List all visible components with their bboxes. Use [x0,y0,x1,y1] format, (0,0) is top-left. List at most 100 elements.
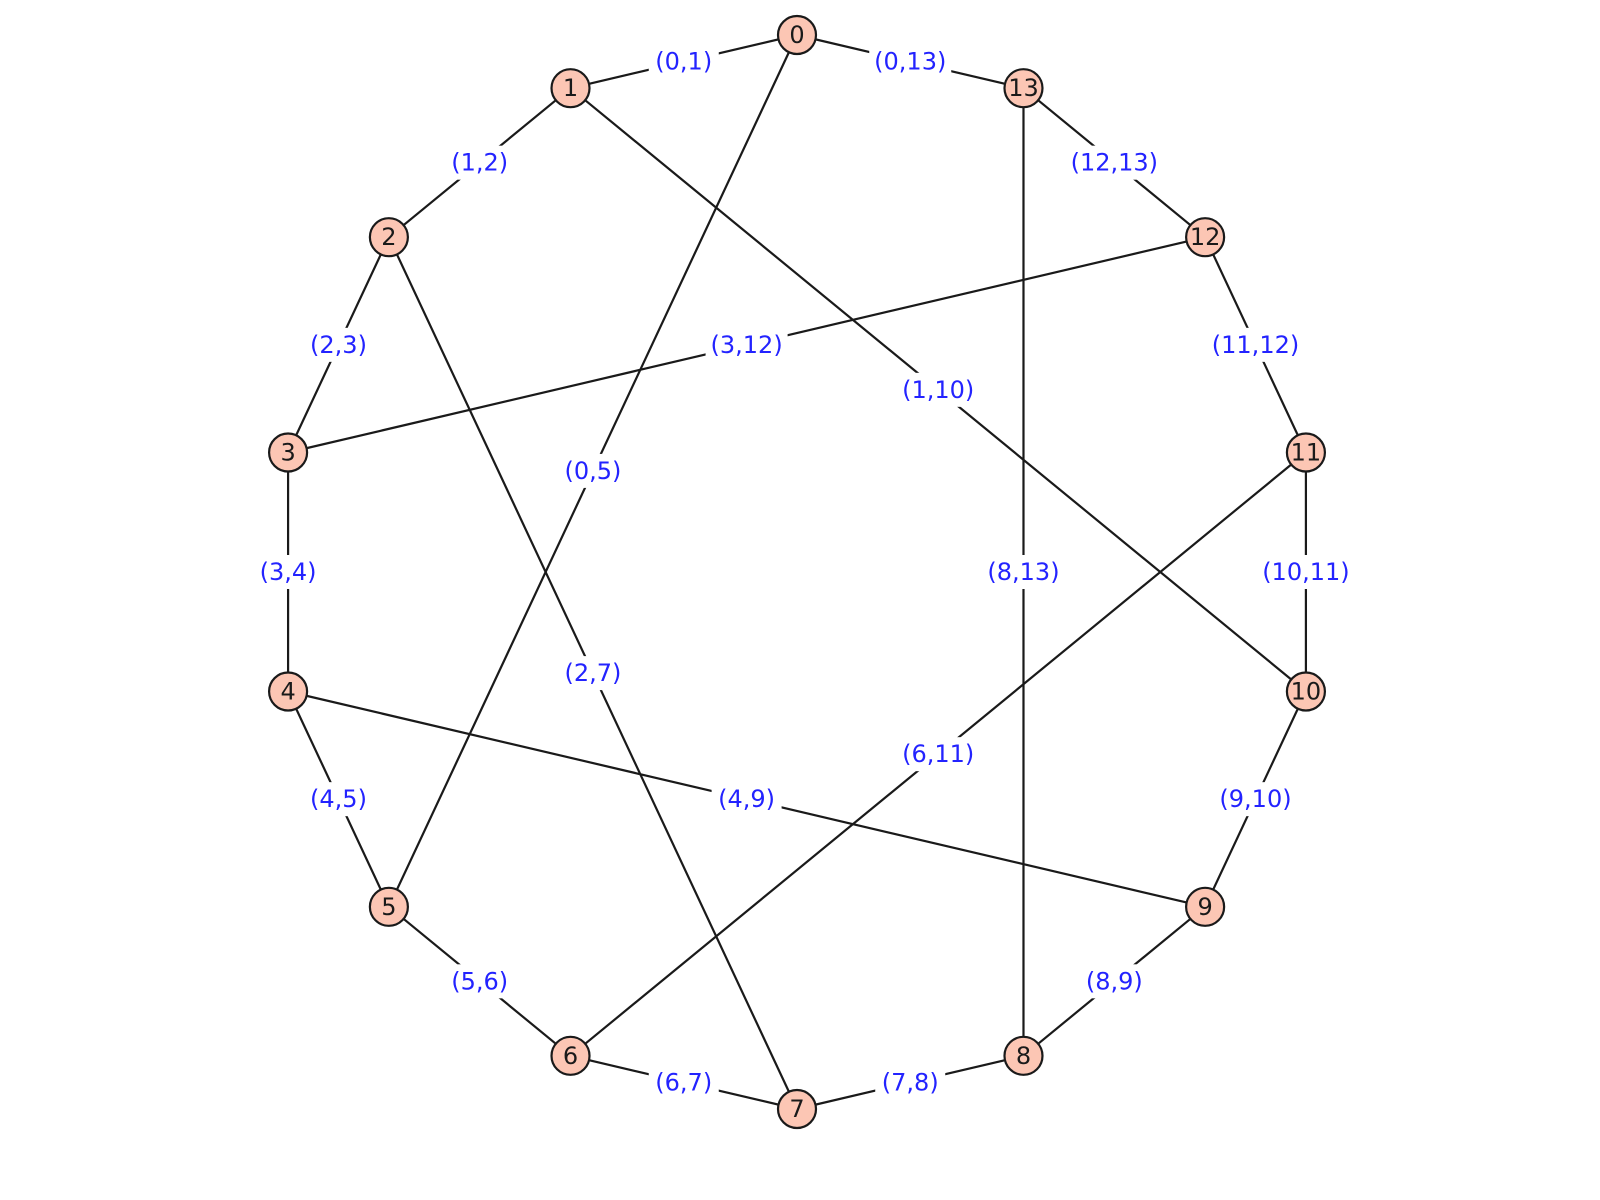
edge-label-4-5: (4,5) [303,782,374,817]
edge-label-background [897,737,980,772]
edge-label-text: (0,13) [874,48,946,76]
edge-label-text: (0,5) [564,457,621,485]
edge-label-background [648,1065,719,1100]
edge-label-background [444,964,515,999]
vertex-circle [776,14,818,56]
edge-label-0-13: (0,13) [869,44,952,79]
vertex-circle [368,886,409,927]
vertex-3: 3 [267,432,309,473]
vertex-circle [1003,1035,1044,1076]
edge-label-background [875,1065,946,1100]
vertex-label: 12 [1190,223,1221,251]
vertex-circle [1185,886,1226,927]
edge-label-1-10: (1,10) [897,372,980,407]
vertex-circle [1285,432,1327,473]
vertex-label: 4 [280,677,295,705]
vertex-label: 6 [563,1042,578,1070]
edge-label-text: (8,13) [987,558,1059,586]
edge-label-3-12: (3,12) [705,327,788,362]
edge-label-6-11: (6,11) [897,737,980,772]
edge-label-text: (2,3) [310,331,367,359]
edge-label-text: (1,2) [451,149,508,177]
vertex-12: 12 [1185,217,1226,258]
edge-label-10-11: (10,11) [1258,555,1353,589]
edge-label-8-13: (8,13) [982,555,1065,589]
edge-label-background [1258,555,1353,589]
vertex-6: 6 [550,1035,591,1076]
vertex-label: 5 [381,893,396,921]
vertex-8: 8 [1003,1035,1044,1076]
edge-label-text: (6,7) [655,1068,712,1096]
vertex-circle [1185,217,1226,258]
vertex-circle [550,1035,591,1076]
vertex-label: 13 [1008,74,1039,102]
vertex-label: 10 [1291,677,1322,705]
edge-label-background [557,656,628,691]
edge-label-5-6: (5,6) [444,964,515,999]
edge-label-8-9: (8,9) [1079,964,1150,999]
vertex-label: 1 [563,74,578,102]
vertex-circle [267,671,309,712]
edge-label-background [982,555,1065,589]
edge-label-0-1: (0,1) [648,44,719,79]
vertex-2: 2 [368,217,409,258]
edge-label-background [1208,327,1303,362]
edge-label-text: (11,12) [1212,331,1299,359]
edge-label-background [897,372,980,407]
vertex-7: 7 [776,1088,818,1130]
edge-label-1-2: (1,2) [444,145,515,180]
edge-label-7-8: (7,8) [875,1065,946,1100]
edge-label-background [869,44,952,79]
edge-label-9-10: (9,10) [1214,782,1297,817]
vertex-label: 7 [789,1095,804,1123]
vertex-1: 1 [550,68,591,109]
edge-label-background [303,327,374,362]
edge-label-text: (2,7) [564,659,621,687]
edge-label-text: (0,1) [655,48,712,76]
vertex-label: 3 [280,439,295,467]
vertex-label: 2 [381,223,396,251]
edge-label-2-7: (2,7) [557,656,628,691]
vertex-9: 9 [1185,886,1226,927]
edge-label-text: (12,13) [1071,149,1158,177]
edge-label-0-5: (0,5) [557,453,628,488]
vertex-10: 10 [1285,671,1327,712]
edge-label-text: (7,8) [882,1068,939,1096]
edge-label-background [705,327,788,362]
edge-label-11-12: (11,12) [1208,327,1303,362]
edge-label-background [253,555,324,589]
edge-label-text: (3,4) [260,558,317,586]
edge-label-text: (8,9) [1086,967,1143,995]
vertex-0: 0 [776,14,818,56]
vertex-circle [550,68,591,109]
edge-label-background [1067,145,1162,180]
edge-label-background [444,145,515,180]
edge-label-text: (3,12) [711,331,783,359]
edge-labels-layer: (0,1) (0,13) (1,2) (12,13) (2,3) (11,12) (3,12… [253,44,1353,1100]
vertex-11: 11 [1285,432,1327,473]
edge-label-background [1079,964,1150,999]
vertex-label: 11 [1291,439,1322,467]
edge-label-4-9: (4,9) [711,782,782,817]
edge-label-background [1214,782,1297,817]
edge-label-background [648,44,719,79]
vertex-5: 5 [368,886,409,927]
vertex-label: 8 [1016,1042,1031,1070]
edge-label-background [711,782,782,817]
vertex-13: 13 [1003,68,1044,109]
edge-label-text: (5,6) [451,967,508,995]
edge-label-12-13: (12,13) [1067,145,1162,180]
vertex-label: 0 [789,21,804,49]
edges-layer [286,33,1308,1111]
edge-label-2-3: (2,3) [303,327,374,362]
edge-label-text: (1,10) [902,376,974,404]
vertex-label: 9 [1197,893,1212,921]
edge-label-text: (6,11) [902,740,974,768]
edge-label-background [303,782,374,817]
edge-label-3-4: (3,4) [253,555,324,589]
vertex-circle [368,217,409,258]
vertex-circle [1285,671,1327,712]
edge-label-text: (10,11) [1262,558,1349,586]
